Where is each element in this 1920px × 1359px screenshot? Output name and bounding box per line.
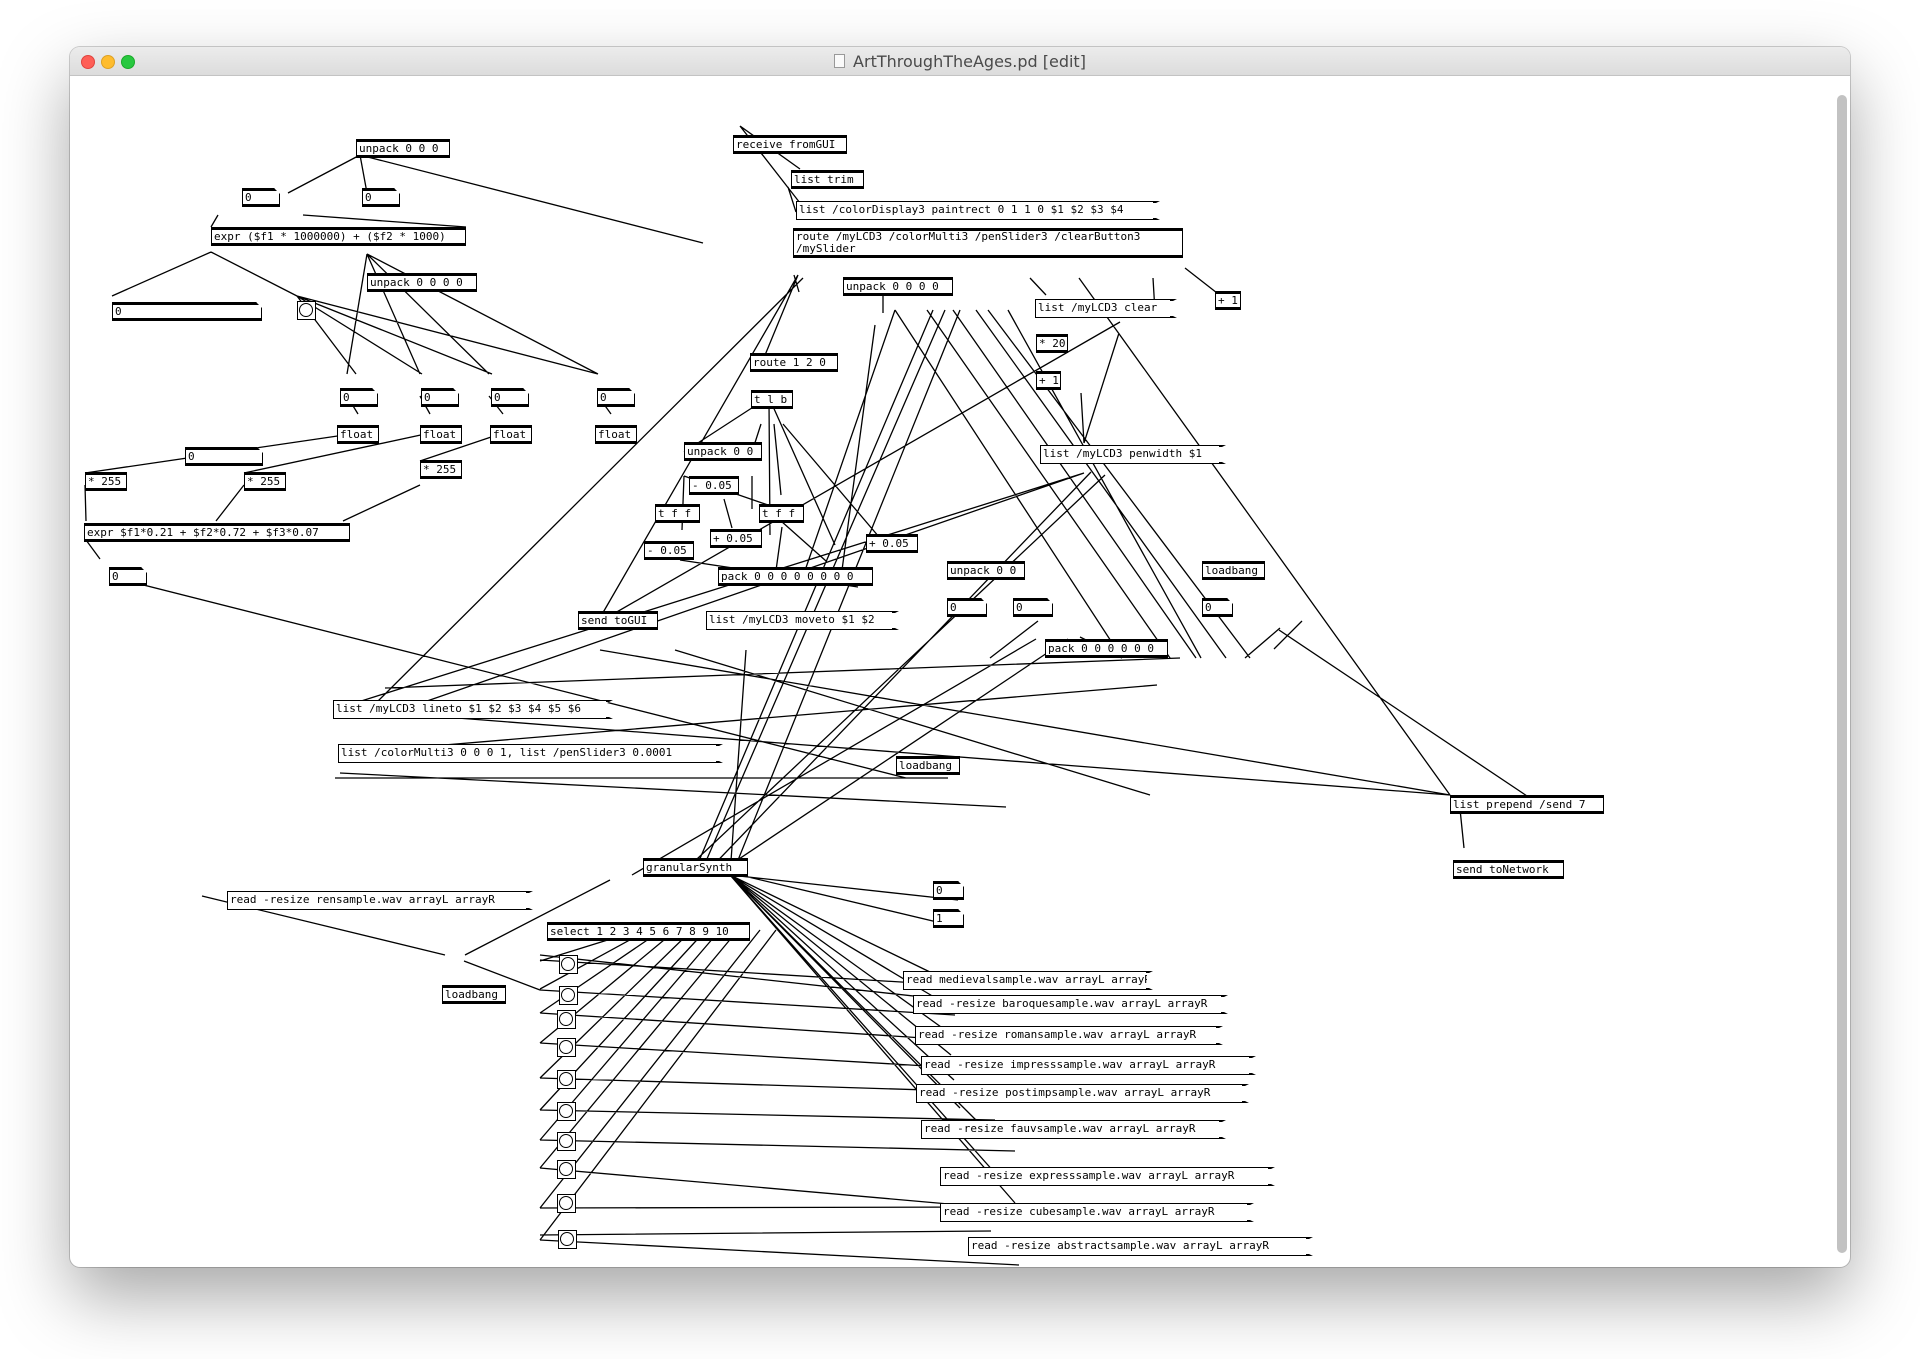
number-box-e2[interactable]: 1	[933, 909, 964, 928]
number-box-c4[interactable]: 0	[597, 388, 635, 407]
pd-object-list-trim[interactable]: list trim	[791, 170, 864, 189]
patch-canvas[interactable]: unpack 0 0 0 0 0 expr ($f1 * 1000000) + …	[70, 75, 1835, 1267]
pd-object-t-l-b[interactable]: t l b	[751, 390, 793, 409]
bang-button-4[interactable]	[557, 1038, 576, 1057]
number-box-c3[interactable]: 0	[491, 388, 529, 407]
vertical-scrollbar[interactable]	[1837, 95, 1847, 1253]
pd-object-mul-255-3[interactable]: * 255	[420, 460, 462, 479]
number-box-mid[interactable]: 0	[185, 447, 263, 466]
pd-object-expr-luminance[interactable]: expr $f1*0.21 + $f2*0.72 + $f3*0.07	[84, 523, 350, 542]
pd-object-pack-6[interactable]: pack 0 0 0 0 0 0	[1045, 639, 1168, 658]
bang-button-3[interactable]	[557, 1010, 576, 1029]
window-title: ArtThroughTheAges.pd [edit]	[853, 51, 1086, 71]
message-read-express[interactable]: read -resize expresssample.wav arrayL ar…	[940, 1167, 1275, 1186]
bang-button-7[interactable]	[557, 1132, 576, 1151]
pd-object-send-tonetwork[interactable]: send toNetwork	[1453, 860, 1564, 879]
window-title-area: ArtThroughTheAges.pd [edit]	[70, 47, 1850, 75]
pd-object-plus-1-b[interactable]: + 1	[1036, 371, 1061, 390]
number-box-d1[interactable]: 0	[947, 598, 987, 617]
bang-button-2[interactable]	[559, 986, 578, 1005]
message-colordisplay[interactable]: list /colorDisplay3 paintrect 0 1 1 0 $1…	[796, 201, 1160, 220]
pd-object-loadbang-2[interactable]: loadbang	[896, 756, 960, 775]
number-box-c1[interactable]: 0	[340, 388, 378, 407]
message-list-clear[interactable]: list /myLCD3 clear	[1035, 299, 1177, 318]
message-penwidth[interactable]: list /myLCD3 penwidth $1	[1040, 445, 1226, 464]
pd-object-plus-005-b[interactable]: + 0.05	[866, 534, 918, 553]
pd-object-route-120[interactable]: route 1 2 0	[750, 353, 838, 372]
message-read-fauv[interactable]: read -resize fauvsample.wav arrayL array…	[921, 1120, 1226, 1139]
pd-object-send-togui[interactable]: send toGUI	[578, 611, 658, 630]
pd-object-float-4[interactable]: float	[595, 425, 637, 444]
pd-object-mul-255-1[interactable]: * 255	[85, 472, 127, 491]
message-read-baroque[interactable]: read -resize baroquesample.wav arrayL ar…	[913, 995, 1228, 1014]
pd-object-unpack-000[interactable]: unpack 0 0 0	[356, 139, 450, 158]
pd-object-expr-combine[interactable]: expr ($f1 * 1000000) + ($f2 * 1000)	[211, 227, 466, 246]
message-colormulti-penslider[interactable]: list /colorMulti3 0 0 0 1, list /penSlid…	[338, 744, 723, 763]
pd-object-receive-fromgui[interactable]: receive fromGUI	[733, 135, 847, 154]
pd-object-pack-8[interactable]: pack 0 0 0 0 0 0 0 0	[718, 567, 873, 586]
message-read-medieval[interactable]: read medievalsample.wav arrayL arrayR	[903, 971, 1153, 990]
pd-object-unpack-0000-left[interactable]: unpack 0 0 0 0	[367, 273, 477, 292]
pd-object-float-3[interactable]: float	[490, 425, 532, 444]
pd-object-granularsynth[interactable]: granularSynth	[643, 858, 748, 877]
document-icon	[834, 54, 846, 68]
pd-object-list-prepend[interactable]: list prepend /send 7	[1450, 795, 1604, 814]
pd-object-float-2[interactable]: float	[420, 425, 462, 444]
minimize-window-button[interactable]	[101, 55, 115, 69]
title-bar: ArtThroughTheAges.pd [edit]	[70, 47, 1850, 76]
number-box-luminance[interactable]: 0	[109, 567, 147, 586]
message-read-postimp[interactable]: read -resize postimpsample.wav arrayL ar…	[916, 1084, 1249, 1103]
bang-button-5[interactable]	[557, 1070, 576, 1089]
message-read-ren[interactable]: read -resize rensample.wav arrayL arrayR	[227, 891, 533, 910]
pd-object-loadbang-1[interactable]: loadbang	[1202, 561, 1265, 580]
pd-object-minus-005-b[interactable]: - 0.05	[644, 541, 694, 560]
bang-button-10[interactable]	[558, 1230, 577, 1249]
pd-patch-window: ArtThroughTheAges.pd [edit] unpack 0 0 0…	[70, 47, 1850, 1267]
pd-object-minus-005-a[interactable]: - 0.05	[689, 476, 739, 495]
zoom-window-button[interactable]	[121, 55, 135, 69]
number-box-wide[interactable]: 0	[112, 302, 262, 321]
pd-object-plus-1-a[interactable]: + 1	[1215, 291, 1241, 310]
bang-button-top[interactable]	[297, 301, 316, 320]
pd-object-unpack-00-a[interactable]: unpack 0 0	[684, 442, 762, 461]
close-window-button[interactable]	[81, 55, 95, 69]
pd-object-mul-255-2[interactable]: * 255	[244, 472, 286, 491]
message-moveto[interactable]: list /myLCD3 moveto $1 $2	[706, 611, 899, 630]
message-lineto[interactable]: list /myLCD3 lineto $1 $2 $3 $4 $5 $6	[333, 700, 613, 719]
message-read-impress[interactable]: read -resize impresssample.wav arrayL ar…	[921, 1056, 1256, 1075]
number-box-a[interactable]: 0	[242, 188, 280, 207]
message-read-roman[interactable]: read -resize romansample.wav arrayL arra…	[915, 1026, 1223, 1045]
message-read-abstract[interactable]: read -resize abstractsample.wav arrayL a…	[968, 1237, 1313, 1256]
pd-object-unpack-0000-right[interactable]: unpack 0 0 0 0	[843, 277, 953, 296]
pd-object-select[interactable]: select 1 2 3 4 5 6 7 8 9 10	[547, 922, 750, 941]
bang-button-1[interactable]	[559, 955, 578, 974]
pd-object-loadbang-3[interactable]: loadbang	[442, 985, 506, 1004]
pd-object-float-1[interactable]: float	[337, 425, 379, 444]
pd-object-unpack-00-b[interactable]: unpack 0 0	[947, 561, 1025, 580]
number-box-e1[interactable]: 0	[933, 881, 964, 900]
pd-object-route-main[interactable]: route /myLCD3 /colorMulti3 /penSlider3 /…	[793, 228, 1183, 258]
number-box-c2[interactable]: 0	[421, 388, 459, 407]
number-box-d3[interactable]: 0	[1202, 598, 1233, 617]
bang-button-9[interactable]	[557, 1194, 576, 1213]
pd-object-mul-20[interactable]: * 20	[1036, 334, 1068, 353]
number-box-b[interactable]: 0	[362, 188, 400, 207]
pd-object-plus-005-a[interactable]: + 0.05	[710, 529, 762, 548]
bang-button-6[interactable]	[557, 1102, 576, 1121]
number-box-d2[interactable]: 0	[1013, 598, 1053, 617]
message-read-cube[interactable]: read -resize cubesample.wav arrayL array…	[940, 1203, 1254, 1222]
pd-object-t-f-f-b[interactable]: t f f	[759, 504, 804, 523]
bang-button-8[interactable]	[557, 1160, 576, 1179]
pd-object-t-f-f-a[interactable]: t f f	[655, 504, 700, 523]
